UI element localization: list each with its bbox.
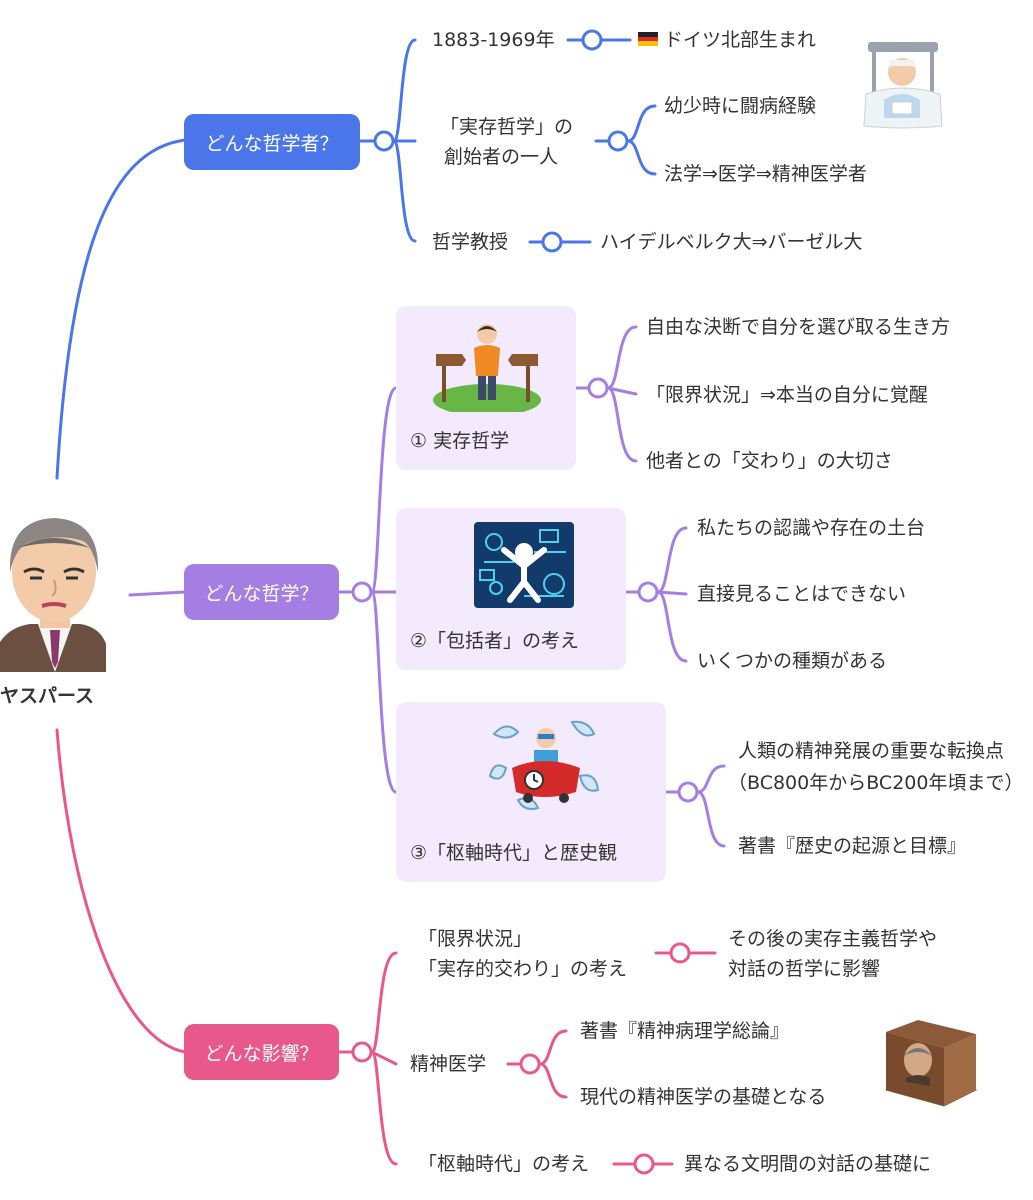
card2-point-2: 直接見ることはできない [697,583,907,605]
connector-psychiatry-foundation [538,1062,568,1099]
founder-line2: 創始者の一人 [444,146,559,168]
time-machine-icon [488,720,600,810]
card3-point-2: （BC800年からBC200年頃まで） [728,772,1024,794]
junction-limit [669,942,691,964]
connector-psychiatry-book [538,1029,568,1066]
branch-influence-pill[interactable]: どんな影響？ [184,1024,339,1080]
philosophy-card-1[interactable]: ① 実存哲学 [396,306,576,470]
connector-card2-p3 [656,590,688,663]
later-line2: 対話の哲学に影響 [728,958,881,980]
dialogue-text: 異なる文明間の対話の基礎に [684,1153,932,1175]
root-name: ヤスパース [0,685,95,707]
junction-philosopher [373,130,395,152]
jaspers-portrait-icon [0,518,106,672]
branch-philosophy-pill[interactable]: どんな哲学？ [184,564,339,620]
connector-influence-psychiatry [370,1050,398,1066]
junction-founder [607,130,629,152]
book-portrait-icon [884,1020,978,1107]
junction-card1 [587,377,609,399]
junction-years [581,29,603,51]
connector-card1-p2 [606,386,638,396]
junction-influence [351,1041,373,1063]
crossroads-man-icon [433,324,541,412]
connector-card3-p3 [696,790,726,848]
foundation-text: 現代の精神医学の基礎となる [580,1086,827,1108]
years-text: 1883-1969年 [432,29,555,51]
connector-card1-p3 [606,386,638,463]
hospital-patient-icon [863,42,943,129]
junction-philosophy [351,581,373,603]
junction-axial [633,1153,655,1175]
axial-text: 「枢軸時代」の考え [418,1153,590,1175]
psychiatry-text: 精神医学 [410,1053,487,1075]
card1-point-3: 他者との「交わり」の大切さ [646,450,893,472]
birthplace-text: ドイツ北部生まれ [664,29,817,51]
card1-point-2: 「限界状況」⇒本当の自分に覚醒 [646,384,928,406]
connector-influence-limit [370,951,398,1054]
junction-card2 [637,581,659,603]
philosophy-card-3-label: ③「枢軸時代」と歴史観 [410,842,618,864]
philosophy-card-2-label: ②「包括者」の考え [410,630,580,652]
connector-philosopher-years [392,38,417,143]
card3-point-3: 著書『歴史の起源と目標』 [738,835,967,857]
card2-point-3: いくつかの種類がある [697,650,888,672]
card3-point-1: 人類の精神発展の重要な転換点 [738,740,1005,762]
connector-root-philosopher [55,138,187,480]
founder-line1: 「実存哲学」の [440,116,574,138]
german-flag-icon [638,32,658,46]
philosophy-card-1-label: ① 実存哲学 [410,430,510,452]
connector-founder-career [626,139,657,176]
limit-line1: 「限界状況」 [418,928,533,950]
professor-text: 哲学教授 [432,231,509,253]
career-text: 法学⇒医学⇒精神医学者 [664,163,867,185]
connector-card2-p1 [656,526,688,594]
connector-root-influence [55,728,187,1054]
later-line1: その後の実存主義哲学や [728,928,938,950]
connector-influence-axial [370,1050,398,1166]
digital-network-icon [474,522,574,608]
connector-root-philosophy [128,590,187,597]
connector-card3-p1 [696,764,726,794]
illness-text: 幼少時に闘病経験 [664,95,817,117]
universities-text: ハイデルベルク大⇒バーゼル大 [600,231,863,253]
branch-philosopher-pill[interactable]: どんな哲学者？ [184,114,360,170]
book-text: 著書『精神病理学総論』 [580,1020,790,1042]
limit-line2: 「実存的交わり」の考え [418,958,628,980]
card2-point-1: 私たちの認識や存在の土台 [697,517,926,539]
connector-card1-p1 [606,325,638,390]
junction-card3 [677,781,699,803]
connector-philosopher-professor [392,139,417,243]
junction-psychiatry [519,1053,541,1075]
connector-philosophy-card3 [370,590,398,794]
connector-philosophy-card1 [370,386,398,594]
philosophy-card-3[interactable]: ③「枢軸時代」と歴史観 [396,702,666,882]
connector-card2-p2 [656,590,688,596]
junction-professor [541,231,563,253]
philosophy-card-2[interactable]: ②「包括者」の考え [396,508,626,670]
connector-founder-illness [626,104,657,143]
card1-point-1: 自由な決断で自分を選び取る生き方 [646,316,951,338]
